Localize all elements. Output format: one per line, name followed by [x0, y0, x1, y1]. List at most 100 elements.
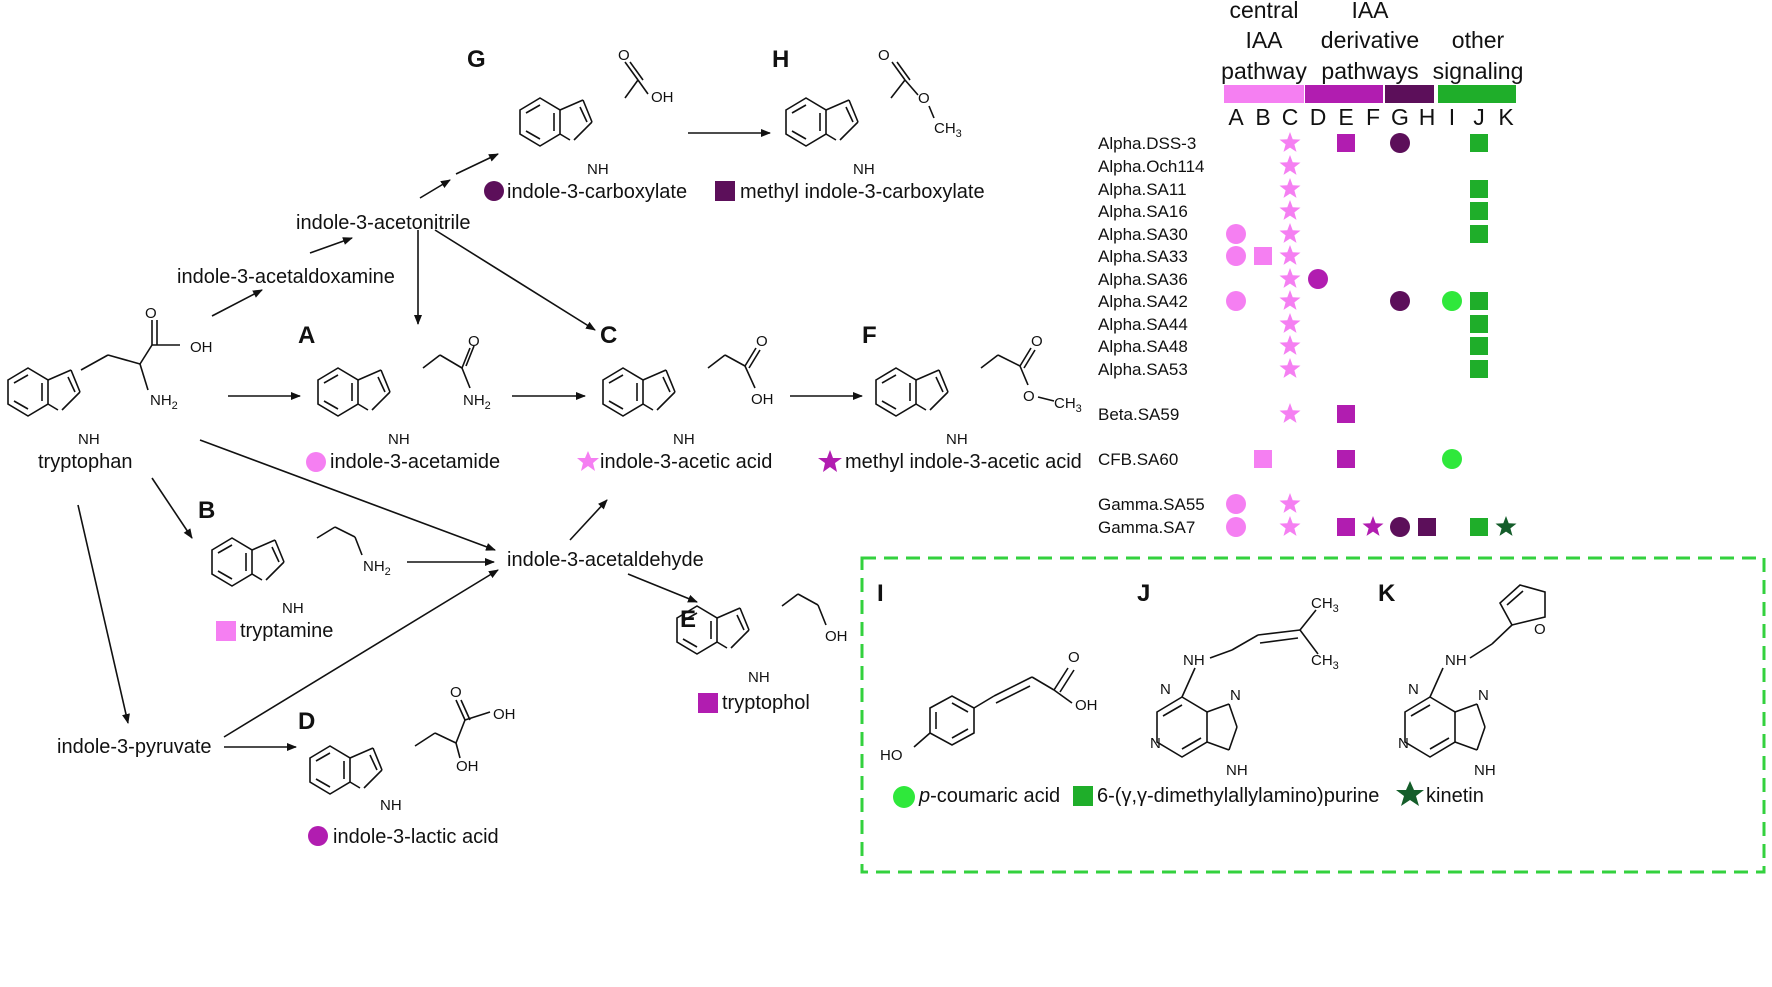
acetonitrile-label: indole-3-acetonitrile: [296, 212, 471, 234]
matrix-marker-J: [1470, 202, 1488, 220]
letter-H: H: [772, 46, 789, 73]
label-K: kinetin: [1426, 785, 1484, 807]
group-bar-central: [1224, 85, 1304, 103]
group-bar-dark: [1385, 85, 1434, 103]
matrix-marker-I: [1442, 449, 1462, 469]
indole-3-carboxylate-structure: O OH NH: [519, 47, 674, 178]
matrix-marker-C: [1279, 200, 1301, 220]
a-nh: NH: [388, 431, 410, 448]
square-central-marker: [216, 621, 236, 641]
label-B: tryptamine: [240, 620, 333, 642]
letter-E: E: [680, 606, 696, 633]
letter-B: B: [198, 497, 215, 524]
c-nh: NH: [673, 431, 695, 448]
matrix-marker-H: [1418, 518, 1436, 536]
tryptophol-structure: OH NH: [676, 593, 848, 686]
h-nh: NH: [853, 161, 875, 178]
letter-C: C: [600, 322, 617, 349]
j-nh: NH: [1183, 652, 1205, 669]
matrix-row-label: Beta.SA59: [1098, 405, 1179, 424]
square-dark-marker: [715, 181, 735, 201]
matrix-row-label: Alpha.SA36: [1098, 270, 1188, 289]
other-signaling-box: [860, 556, 1766, 874]
letter-A: A: [298, 322, 315, 349]
letter-I: I: [877, 580, 884, 607]
g-nh: NH: [587, 161, 609, 178]
methyl-indole-3-carboxylate-structure: O O CH3 NH: [785, 47, 962, 178]
matrix-marker-J: [1470, 180, 1488, 198]
f-o1: O: [1031, 333, 1043, 350]
k-n1: N: [1408, 681, 1419, 698]
d-nh: NH: [380, 797, 402, 814]
label-D: indole-3-lactic acid: [333, 826, 499, 848]
presence-matrix: central IAA pathway IAA derivative pathw…: [1098, 0, 1523, 537]
matrix-marker-G: [1390, 133, 1410, 153]
letter-D: D: [298, 708, 315, 735]
matrix-column-B: B: [1255, 104, 1270, 130]
g-oh: OH: [651, 89, 674, 106]
circle-light-green-marker: [893, 786, 915, 808]
matrix-row-label: Gamma.SA7: [1098, 518, 1195, 537]
matrix-marker-C: [1279, 358, 1301, 378]
matrix-column-J: J: [1473, 104, 1485, 130]
star-central-marker: [577, 451, 599, 471]
pyruvate-label: indole-3-pyruvate: [57, 736, 212, 758]
matrix-marker-B: [1254, 450, 1272, 468]
label-G: indole-3-carboxylate: [507, 181, 687, 203]
p-coumaric-acid-structure: O OH HO: [880, 649, 1098, 764]
matrix-marker-E: [1337, 405, 1355, 423]
d-oh2: OH: [456, 758, 479, 775]
matrix-row-label: Alpha.SA11: [1098, 180, 1187, 199]
indole-3-lactic-acid-structure: O OH OH NH: [309, 684, 516, 814]
matrix-column-D: D: [1310, 104, 1327, 130]
star-dark-green-marker: [1396, 781, 1424, 806]
letter-G: G: [467, 46, 486, 73]
indole-3-acetamide-structure: O NH2 NH: [317, 333, 491, 448]
matrix-marker-C: [1279, 493, 1301, 513]
matrix-marker-C: [1279, 245, 1301, 265]
matrix-marker-J: [1470, 337, 1488, 355]
matrix-marker-B: [1254, 247, 1272, 265]
matrix-marker-E: [1337, 134, 1355, 152]
matrix-marker-C: [1279, 335, 1301, 355]
tryptophan-label: tryptophan: [38, 451, 133, 473]
circle-dark-marker: [484, 181, 504, 201]
matrix-marker-A: [1226, 291, 1246, 311]
matrix-marker-K: [1495, 516, 1517, 536]
matrix-marker-J: [1470, 134, 1488, 152]
matrix-marker-C: [1279, 403, 1301, 423]
j-ch3-a: CH3: [1311, 595, 1339, 615]
a-nh2: NH2: [463, 392, 491, 412]
star-derivative-marker: [818, 450, 842, 472]
i-ho: HO: [880, 747, 903, 764]
b-nh2: NH2: [363, 558, 391, 578]
h-o1: O: [878, 47, 890, 64]
group-header-central-3: pathway: [1221, 58, 1307, 84]
tryptamine-structure: NH2 NH: [211, 526, 391, 617]
tryptophan-o: O: [145, 305, 157, 322]
matrix-column-C: C: [1282, 104, 1299, 130]
matrix-marker-I: [1442, 291, 1462, 311]
f-ch3: CH3: [1054, 395, 1082, 415]
circle-derivative-marker: [308, 826, 328, 846]
label-A: indole-3-acetamide: [330, 451, 500, 473]
group-header-derivative-3: pathways: [1321, 58, 1418, 84]
dimethylallylaminopurine-structure: NH CH3 CH3 N N N NH: [1150, 595, 1339, 779]
kinetin-structure: O NH N N N NH: [1398, 584, 1546, 779]
matrix-marker-J: [1470, 360, 1488, 378]
matrix-marker-J: [1470, 315, 1488, 333]
label-H: methyl indole-3-carboxylate: [740, 181, 985, 203]
matrix-marker-A: [1226, 517, 1246, 537]
c-oh: OH: [751, 391, 774, 408]
matrix-column-I: I: [1449, 104, 1455, 130]
g-o: O: [618, 47, 630, 64]
tryptophan-structure: NH O OH NH2: [7, 305, 213, 448]
e-oh: OH: [825, 628, 848, 645]
matrix-column-A: A: [1228, 104, 1244, 130]
i-oh: OH: [1075, 697, 1098, 714]
group-header-central-2: IAA: [1245, 27, 1283, 53]
label-J: 6-(γ,γ-dimethylallylamino)purine: [1097, 785, 1379, 807]
indole-3-acetic-acid-structure: O OH NH: [602, 333, 774, 448]
matrix-marker-A: [1226, 246, 1246, 266]
matrix-marker-C: [1279, 313, 1301, 333]
